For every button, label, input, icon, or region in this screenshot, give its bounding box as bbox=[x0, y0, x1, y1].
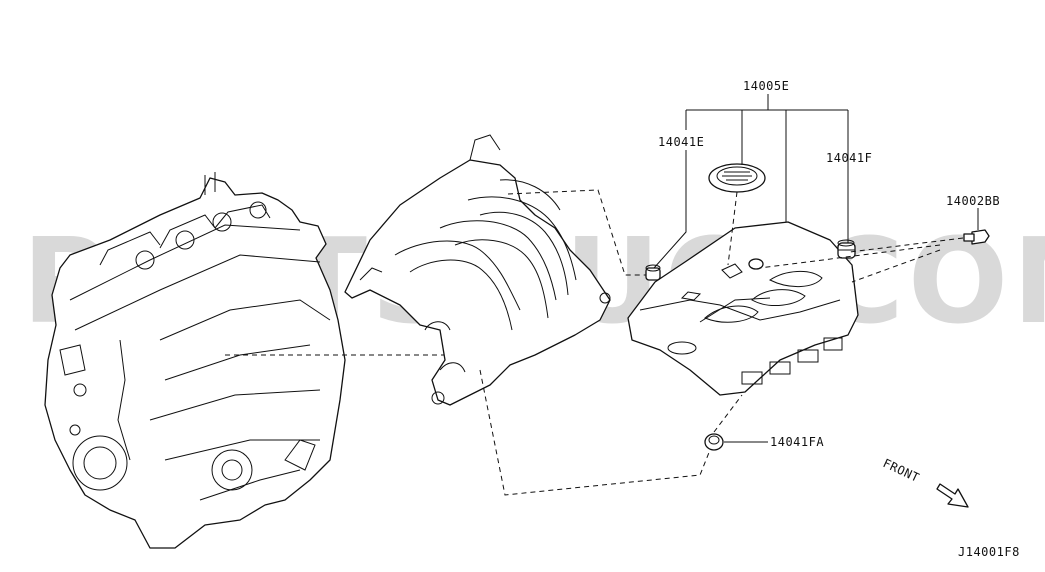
label-insulator-left: 14041E bbox=[658, 135, 704, 149]
insulator-bottom-part bbox=[704, 433, 724, 451]
bolt-link-3 bbox=[851, 249, 941, 283]
leader-lines bbox=[653, 94, 979, 443]
front-arrow-icon bbox=[936, 483, 969, 508]
insulator-right-part bbox=[837, 239, 856, 259]
label-engine-cover-assy: 14005E bbox=[743, 79, 789, 93]
emblem-cap bbox=[708, 163, 766, 193]
label-bolt: 14002BB bbox=[946, 194, 1000, 208]
label-insulator-right: 14041F bbox=[826, 151, 872, 165]
label-front: FRONT bbox=[881, 456, 922, 485]
label-insulator-bottom: 14041FA bbox=[770, 435, 824, 449]
bolt-part bbox=[963, 229, 990, 245]
cover-grommet bbox=[748, 258, 764, 270]
intake-manifold bbox=[344, 134, 611, 406]
bolt-link-1 bbox=[849, 237, 964, 253]
manifold-cover-link-bottom bbox=[479, 369, 711, 496]
manifold-cover-link-top bbox=[507, 189, 648, 276]
cap-link bbox=[727, 191, 738, 266]
insulator-left-part bbox=[645, 264, 661, 281]
diagram-code: J14001F8 bbox=[958, 545, 1020, 559]
insulator-bottom-link bbox=[713, 394, 743, 433]
engine-assembly bbox=[44, 172, 346, 549]
engine-cover bbox=[627, 221, 859, 396]
bolt-link-2 bbox=[759, 244, 941, 269]
